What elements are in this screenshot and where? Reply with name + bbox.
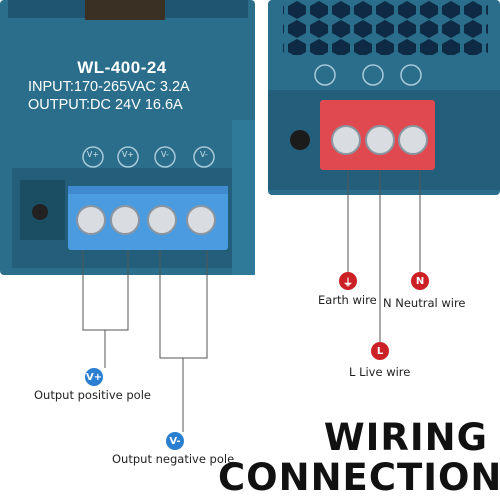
output-spec: OUTPUT:DC 24V 16.6A [28, 97, 183, 113]
terminal-screws [76, 205, 216, 235]
model-number: WL-400-24 [77, 58, 167, 77]
terminal-mark-2: V+ [121, 150, 135, 159]
ac-terminal-block [320, 100, 435, 170]
terminal-mark-4: V- [200, 150, 208, 159]
screw-icon [290, 130, 310, 150]
terminal-mark-circles [82, 146, 215, 168]
device-label: WL-400-24 INPUT:170-265VAC 3.2A OUTPUT:D… [22, 58, 222, 114]
neutral-caption: N Neutral wire [383, 296, 466, 310]
negative-pole-badge: V- [166, 432, 184, 450]
screw-icon [32, 204, 48, 220]
earth-caption: Earth wire [318, 293, 377, 307]
terminal-mark-3: V- [161, 150, 169, 159]
neutral-badge: N [411, 272, 429, 290]
input-spec: INPUT:170-265VAC 3.2A [28, 79, 190, 95]
negative-pole-caption: Output negative pole [112, 452, 235, 466]
headline-line-1: WIRING [323, 416, 488, 459]
earth-badge: ⏚ [339, 272, 357, 290]
wiring-lines [82, 170, 421, 432]
ac-terminal-marks [314, 64, 422, 86]
terminal-mark-1: V+ [86, 150, 100, 159]
live-caption: L Live wire [349, 365, 411, 379]
headline-line-2: CONNECTION [218, 456, 500, 499]
positive-pole-caption: Output positive pole [34, 388, 151, 402]
positive-pole-badge: V+ [85, 368, 103, 386]
live-badge: L [371, 342, 389, 360]
left-power-supply [0, 0, 255, 275]
dc-terminal-block [68, 186, 228, 250]
headline: WIRING CONNECTION [218, 416, 500, 499]
